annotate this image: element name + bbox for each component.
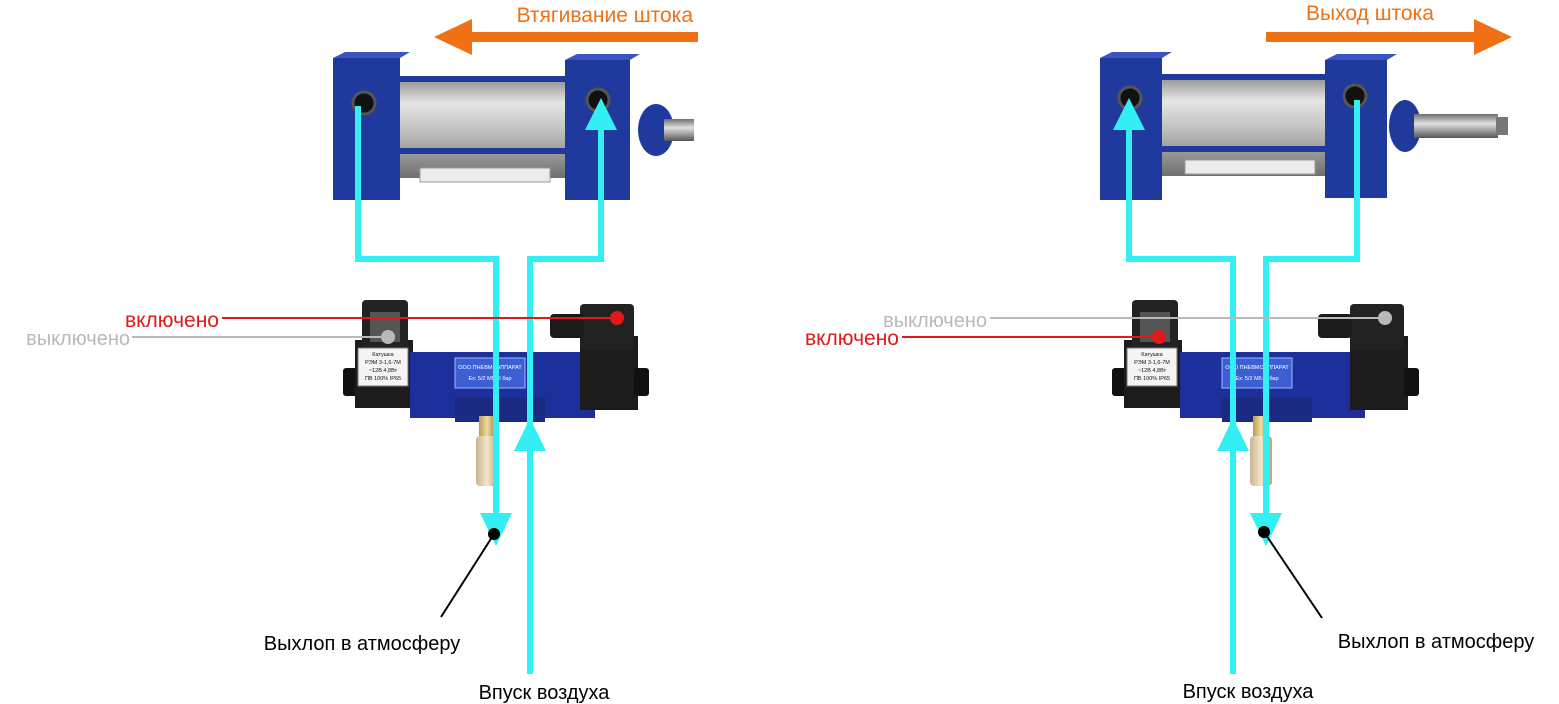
exhaust-flow-line bbox=[1263, 100, 1360, 521]
valve-info-plate bbox=[454, 357, 526, 389]
intake-label: Впуск воздуха bbox=[479, 682, 611, 704]
tie-rod bbox=[1150, 146, 1345, 152]
rear-end-cap bbox=[333, 58, 400, 200]
right-coil-cable-gland bbox=[550, 314, 584, 338]
exhaust-muffler bbox=[476, 436, 498, 486]
right-coil-cable-gland bbox=[1318, 314, 1352, 338]
valve-plate-line: ООО ПНЕВМОАППАРАТ bbox=[458, 365, 522, 371]
rod-bushing bbox=[1389, 100, 1421, 152]
cylinder-barrel bbox=[385, 78, 580, 178]
brass-fitting bbox=[479, 416, 495, 438]
right-manual-knob bbox=[634, 368, 649, 396]
supply-flow-arrowhead bbox=[1217, 418, 1249, 451]
retracted-rod bbox=[664, 119, 694, 141]
cylinder-inlet-arrowhead bbox=[1113, 98, 1145, 130]
right-coil-connector bbox=[580, 304, 634, 350]
on-indicator-dot bbox=[1152, 330, 1166, 344]
exhaust-leader-dot bbox=[1258, 526, 1270, 538]
rear-end-cap-bevel bbox=[1100, 52, 1172, 58]
off-state-label: выключено bbox=[883, 310, 987, 332]
exhaust-leader-line bbox=[1263, 531, 1323, 619]
valve-plate-line: Ex: 5/2 M5: 6 бар bbox=[468, 376, 511, 382]
exhaust-flow-line bbox=[355, 106, 499, 521]
exhaust-label: Выхлоп в атмосферу bbox=[264, 633, 461, 655]
direction-arrow-shaft bbox=[470, 32, 698, 42]
cylinder-label-sticker bbox=[1184, 159, 1316, 175]
pneumatic-cylinder bbox=[333, 52, 694, 200]
valve-plate-line: ООО ПНЕВМОАППАРАТ bbox=[1225, 365, 1289, 371]
coil-nameplate-line: ~12В 4,8Вт bbox=[1138, 368, 1167, 374]
on-state-label: включено bbox=[805, 327, 899, 350]
left-panel: Втягивание штока Катушка РЭМ 3-1,6-7М bbox=[26, 4, 698, 704]
right-manual-knob bbox=[1404, 368, 1419, 396]
supply-flow-line bbox=[1126, 126, 1236, 674]
air-flow-lines bbox=[1126, 100, 1360, 674]
tie-rod bbox=[385, 76, 580, 82]
cylinder-label-sticker bbox=[419, 167, 551, 183]
on-state-label: включено bbox=[125, 309, 219, 332]
valve-plate-line: Ex: 5/2 M5: 6 бар bbox=[1235, 376, 1278, 382]
coil-nameplate-line: Катушка bbox=[372, 352, 394, 358]
rear-end-cap-bevel bbox=[333, 52, 410, 58]
pneumatic-cylinder bbox=[1100, 52, 1508, 200]
retract-direction-arrow bbox=[434, 19, 698, 55]
cylinder-inlet-arrowhead bbox=[585, 98, 617, 130]
off-state-label: выключено bbox=[26, 328, 130, 350]
direction-label: Втягивание штока bbox=[517, 4, 694, 27]
right-panel: Выход штока Катушка РЭМ 3-1,6-7М bbox=[805, 2, 1534, 703]
left-coil-nameplate bbox=[1126, 347, 1178, 387]
cylinder-barrel bbox=[1150, 76, 1345, 176]
tie-rod bbox=[1150, 74, 1345, 80]
coil-nameplate-line: РЭМ 3-1,6-7М bbox=[1134, 360, 1170, 366]
direction-arrow-head bbox=[434, 19, 472, 55]
direction-label: Выход штока bbox=[1306, 2, 1434, 25]
rod-bushing bbox=[638, 104, 674, 156]
on-indicator-dot bbox=[610, 311, 624, 325]
supply-flow-arrowhead bbox=[514, 418, 546, 451]
exhaust-leader-line bbox=[440, 533, 495, 618]
left-coil-nameplate bbox=[357, 347, 409, 387]
coil-nameplate-line: ~12В 4,8Вт bbox=[369, 368, 398, 374]
rod-end-nut bbox=[1496, 117, 1508, 135]
coil-nameplate-line: ПВ 100% IP65 bbox=[1134, 376, 1170, 382]
off-indicator-dot bbox=[381, 330, 395, 344]
supply-flow-line bbox=[527, 126, 604, 674]
tie-rod bbox=[385, 148, 580, 154]
extend-direction-arrow bbox=[1266, 19, 1512, 55]
left-manual-knob bbox=[1112, 368, 1127, 396]
extended-rod bbox=[1414, 114, 1498, 138]
right-coil-connector bbox=[1350, 304, 1404, 350]
exhaust-label: Выхлоп в атмосферу bbox=[1338, 631, 1535, 653]
direction-arrow-shaft bbox=[1266, 32, 1478, 42]
front-end-cap-bevel bbox=[565, 54, 640, 60]
solenoid-valve: Катушка РЭМ 3-1,6-7М ~12В 4,8Вт ПВ 100% … bbox=[343, 300, 649, 486]
front-end-cap-bevel bbox=[1325, 54, 1397, 60]
direction-arrow-head bbox=[1474, 19, 1512, 55]
coil-nameplate-line: ПВ 100% IP65 bbox=[365, 376, 401, 382]
air-flow-lines bbox=[355, 106, 604, 674]
left-manual-knob bbox=[343, 368, 358, 396]
intake-label: Впуск воздуха bbox=[1183, 681, 1315, 703]
coil-nameplate-line: РЭМ 3-1,6-7М bbox=[365, 360, 401, 366]
exhaust-leader-dot bbox=[488, 528, 500, 540]
coil-nameplate-line: Катушка bbox=[1141, 352, 1163, 358]
off-indicator-dot bbox=[1378, 311, 1392, 325]
